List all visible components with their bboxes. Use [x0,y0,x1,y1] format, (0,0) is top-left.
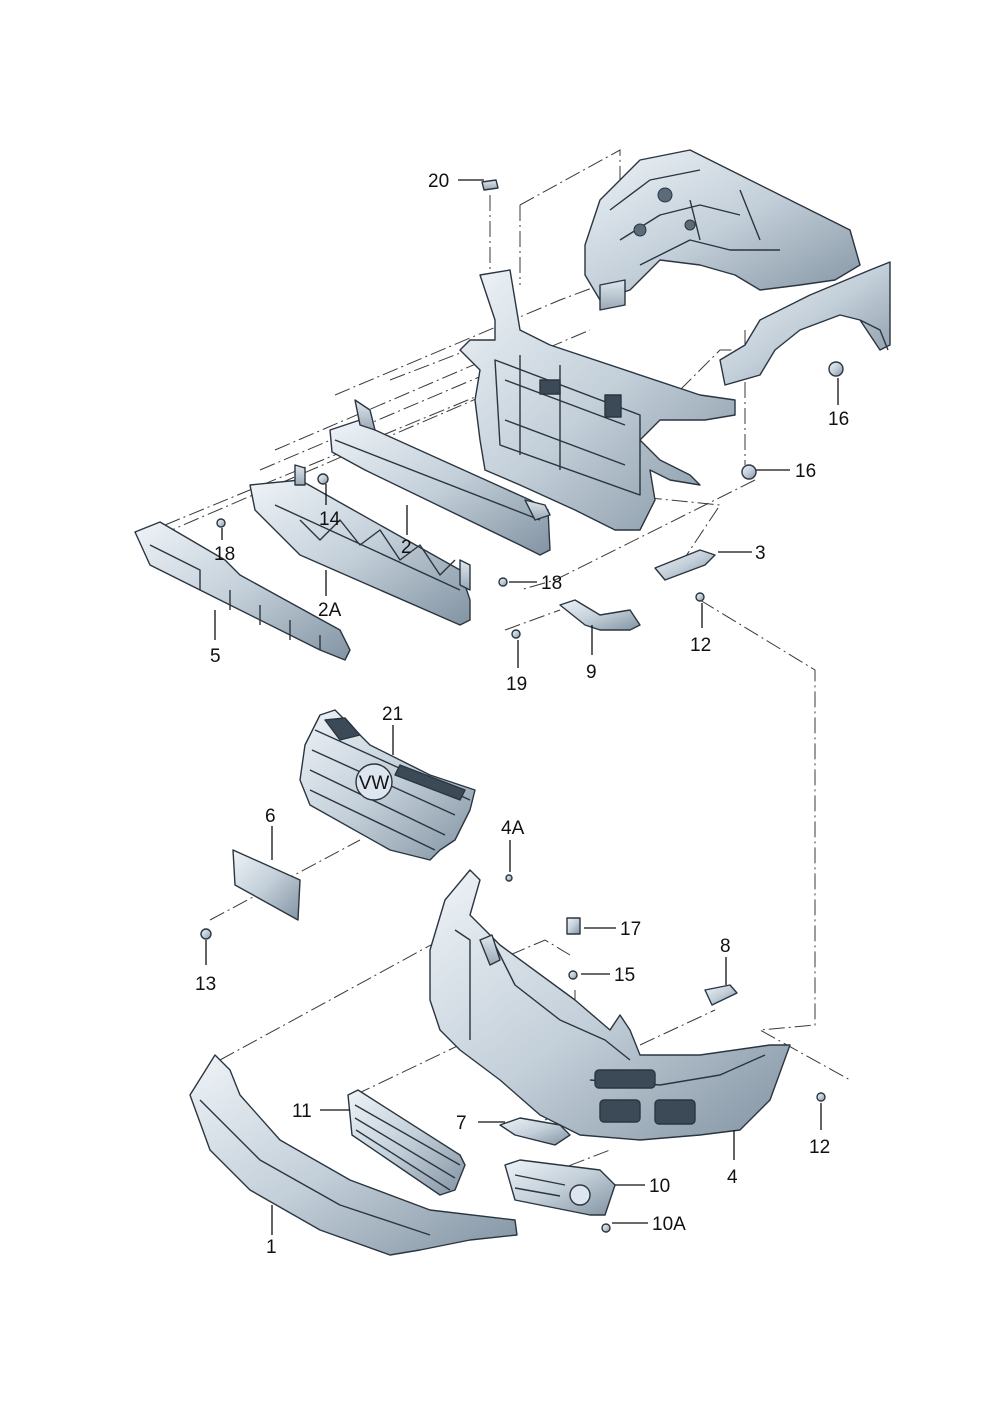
bracket-3 [654,549,716,581]
nut-16a [828,361,844,377]
label-6: 6 [265,806,276,827]
label-4a: 4A [501,818,525,839]
lock-carrier [459,269,736,531]
screw-10a [601,1223,611,1233]
label-7: 7 [456,1113,467,1134]
license-plate-holder-6 [232,849,301,921]
label-21: 21 [382,704,403,725]
label-18-left: 18 [214,544,235,565]
foam-absorber-5 [134,521,351,661]
screw-15 [568,970,578,980]
label-13: 13 [195,974,216,995]
screw-12a [695,592,705,602]
bracket-9 [559,599,641,631]
trim-strip-7 [499,1117,571,1146]
label-20: 20 [428,171,449,192]
fog-light-grille-10 [504,1159,616,1216]
label-1: 1 [266,1237,277,1258]
label-14: 14 [319,509,341,530]
cap-8 [704,984,738,1006]
clip-4a [505,874,513,882]
label-18-right: 18 [541,573,562,594]
screw-12b [816,1092,826,1102]
label-2: 2 [401,537,412,558]
bumper-cover-4 [429,869,791,1141]
label-17: 17 [620,919,641,940]
label-9: 9 [586,662,597,683]
screw-18a [216,518,226,528]
label-5: 5 [210,646,221,667]
clip-17 [566,917,581,935]
radiator-grille-21: VW [299,709,476,861]
label-2a: 2A [318,600,342,621]
leader-lines [205,179,839,1235]
screw-18b [498,577,508,587]
vw-emblem-icon: VW [359,773,390,794]
part-labels: 20 16 16 14 18 2 3 18 2A 5 12 19 9 21 6 … [195,171,849,1258]
front-end-body-structure [584,149,891,386]
grille-insert-11 [347,1089,466,1196]
label-4: 4 [727,1167,738,1188]
label-15: 15 [614,965,635,986]
nut-16b [741,464,757,480]
label-8: 8 [720,936,731,957]
energy-absorber-2a [249,464,471,626]
label-10: 10 [649,1176,670,1197]
label-19: 19 [506,674,527,695]
label-12-lower: 12 [809,1137,830,1158]
screw-19 [511,629,521,639]
label-16-upper: 16 [828,409,849,430]
label-16-lower: 16 [795,461,816,482]
label-12-upper: 12 [690,635,711,656]
fasteners [200,179,844,1233]
bumper-reinforcement [329,399,551,556]
label-3: 3 [755,543,766,564]
label-11: 11 [292,1101,312,1122]
screw-14 [317,473,329,485]
spoiler-1 [189,1054,518,1256]
label-10a: 10A [652,1214,686,1235]
bolt-20 [481,179,499,191]
screw-13 [200,928,212,940]
